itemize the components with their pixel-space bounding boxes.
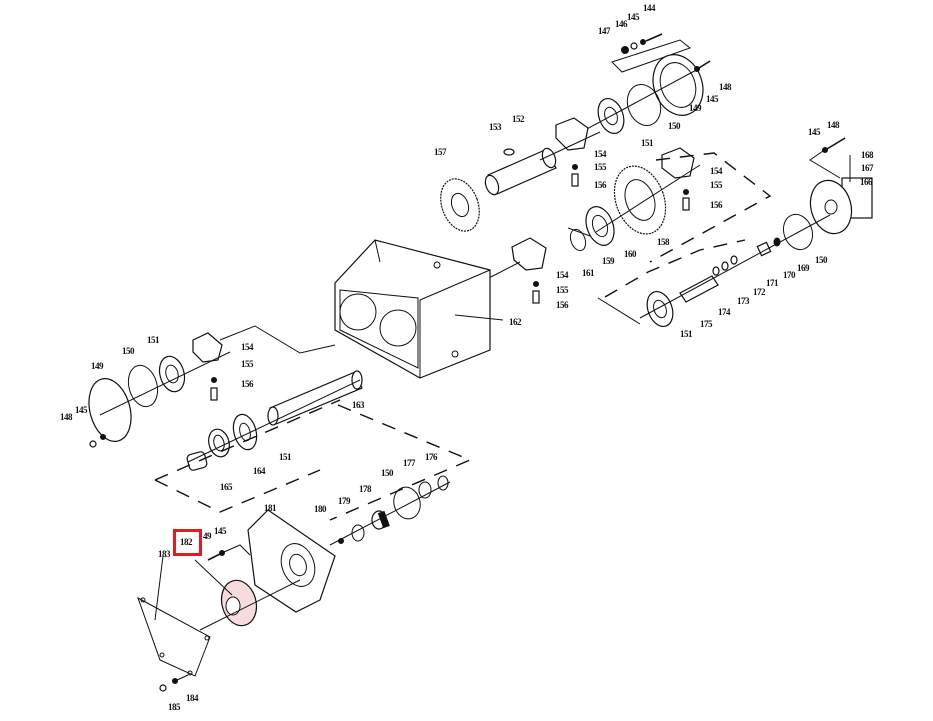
part-label-182[interactable]: 182: [180, 537, 193, 547]
part-label-150: 150: [668, 121, 681, 131]
part-label-147: 147: [598, 26, 611, 36]
part-label-183: 183: [158, 549, 171, 559]
part-label-155: 155: [594, 162, 607, 172]
part-label-150: 150: [122, 346, 135, 356]
part-label-155: 155: [710, 180, 723, 190]
part-label-161: 161: [582, 268, 595, 278]
part-label-149: 149: [689, 103, 702, 113]
part-label-148: 148: [719, 82, 732, 92]
lower-clamp-right: [484, 237, 547, 304]
part-label-174: 174: [718, 307, 731, 317]
part-label-179: 179: [338, 496, 351, 506]
part-label-180: 180: [314, 504, 327, 514]
part-label-151: 151: [147, 335, 160, 345]
part-label-185: 185: [168, 702, 181, 712]
cover-plate-183: [137, 555, 211, 692]
part-label-154: 154: [556, 270, 569, 280]
part-label-145: 145: [627, 12, 640, 22]
part-label-145: 145: [808, 127, 821, 137]
part-label-178: 178: [359, 484, 372, 494]
part-label-176: 176: [425, 452, 438, 462]
left-cover-assembly: [88, 325, 336, 448]
part-label-152: 152: [512, 114, 525, 124]
part-label-156: 156: [594, 180, 607, 190]
part-label-177: 177: [403, 458, 416, 468]
part-label-155: 155: [241, 359, 254, 369]
part-label-165: 165: [220, 482, 233, 492]
part-label-169: 169: [797, 263, 810, 273]
part-label-150: 150: [381, 468, 394, 478]
upper-shaft-assembly: [440, 117, 601, 232]
part-label-166: 166: [860, 177, 873, 187]
part-label-156: 156: [241, 379, 254, 389]
part-label-173: 173: [737, 296, 750, 306]
part-label-163: 163: [352, 400, 365, 410]
part-label-157: 157: [434, 147, 447, 157]
part-label-153: 153: [489, 122, 502, 132]
part-label-155: 155: [556, 285, 569, 295]
part-label-160: 160: [624, 249, 637, 259]
part-label-150: 150: [815, 255, 828, 265]
part-label-149: 49: [203, 531, 212, 541]
part-label-172: 172: [753, 287, 766, 297]
part-label-145: 145: [706, 94, 719, 104]
part-label-167: 167: [861, 163, 874, 173]
part-label-162: 162: [509, 317, 522, 327]
main-shaft-assembly: [154, 370, 472, 521]
part-label-164: 164: [253, 466, 266, 476]
highlight-box-182: [173, 529, 202, 556]
part-label-168: 168: [861, 150, 874, 160]
seal-ring-series: [329, 475, 451, 546]
part-label-156: 156: [556, 300, 569, 310]
part-label-154: 154: [241, 342, 254, 352]
part-label-146: 146: [615, 19, 628, 29]
part-label-158: 158: [657, 237, 670, 247]
part-label-151: 151: [279, 452, 292, 462]
part-label-159: 159: [602, 256, 615, 266]
part-label-151: 151: [641, 138, 654, 148]
part-label-154: 154: [710, 166, 723, 176]
end-housing-assembly: [207, 509, 336, 613]
part-label-181: 181: [264, 503, 277, 513]
part-label-148: 148: [827, 120, 840, 130]
part-label-144: 144: [643, 3, 656, 13]
intermediate-gear-assembly: [567, 147, 772, 263]
part-label-145: 145: [214, 526, 227, 536]
part-label-156: 156: [710, 200, 723, 210]
part-label-148: 148: [60, 412, 73, 422]
part-label-184: 184: [186, 693, 199, 703]
part-label-171: 171: [766, 278, 779, 288]
part-label-154: 154: [594, 149, 607, 159]
main-housing: [334, 239, 504, 379]
pulley-182: [194, 559, 301, 631]
top-cover-assembly: [584, 33, 711, 135]
right-end-cover-assembly: [597, 137, 873, 328]
part-label-175: 175: [700, 319, 713, 329]
part-label-145: 145: [75, 405, 88, 415]
part-label-149: 149: [91, 361, 104, 371]
part-label-170: 170: [783, 270, 796, 280]
part-label-151: 151: [680, 329, 693, 339]
